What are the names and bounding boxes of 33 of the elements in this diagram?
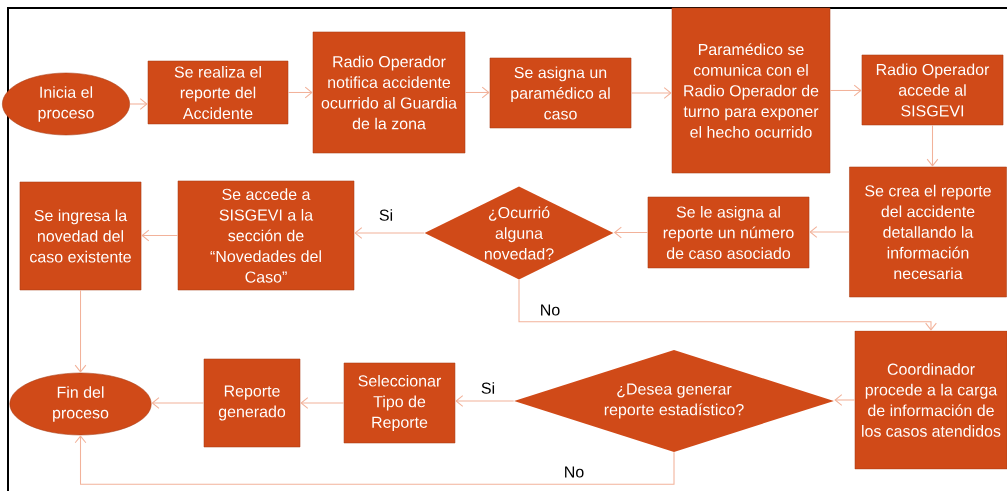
arrow <box>287 86 313 99</box>
arrow <box>141 229 179 242</box>
process-box: Radio Operador notifica accidente ocurrido al Guardia de la zona <box>312 31 466 154</box>
arrow <box>613 226 649 239</box>
process-box: Se realiza el reporte del Accidente <box>147 60 289 125</box>
edge-label: No <box>562 465 586 479</box>
process-box: Seleccionar Tipo de Reporte <box>343 362 456 444</box>
arrow <box>74 289 87 373</box>
arrow <box>464 86 490 99</box>
process-box: Se asigna un paramédico al caso <box>489 57 632 129</box>
edge-label: Si <box>479 380 497 396</box>
arrow <box>151 397 205 409</box>
arrow <box>809 226 850 238</box>
process-box: Se crea el reporte del accidente detallando la información necesaria <box>849 166 1007 298</box>
arrow <box>518 279 937 331</box>
arrow <box>354 227 425 239</box>
arrow <box>926 124 939 167</box>
arrow <box>74 435 675 485</box>
process-box: Coordinador procede a la carga de información de los casos atendidos <box>854 330 1007 470</box>
process-box: Paramédico se comunica con el Radio Operador de turno para exponer el hecho ocurrido <box>671 7 831 174</box>
process-box: Se ingresa la novedad del caso existente <box>19 181 142 291</box>
process-box: Reporte generado <box>203 358 301 448</box>
process-box: Radio Operador accede al SISGEVI <box>861 54 1004 126</box>
arrow <box>300 397 345 409</box>
edge-label: No <box>538 303 562 317</box>
process-box: Se accede a SISGEVI a la sección de “Novedades del Caso” <box>177 180 355 291</box>
arrow <box>829 84 862 97</box>
arrow <box>129 98 148 110</box>
arrow <box>455 395 515 407</box>
process-box: Se le asigna al reporte un número de caso asociado <box>647 196 810 269</box>
arrow <box>834 394 856 406</box>
edge-label: Si <box>377 207 395 223</box>
arrow <box>630 87 672 99</box>
